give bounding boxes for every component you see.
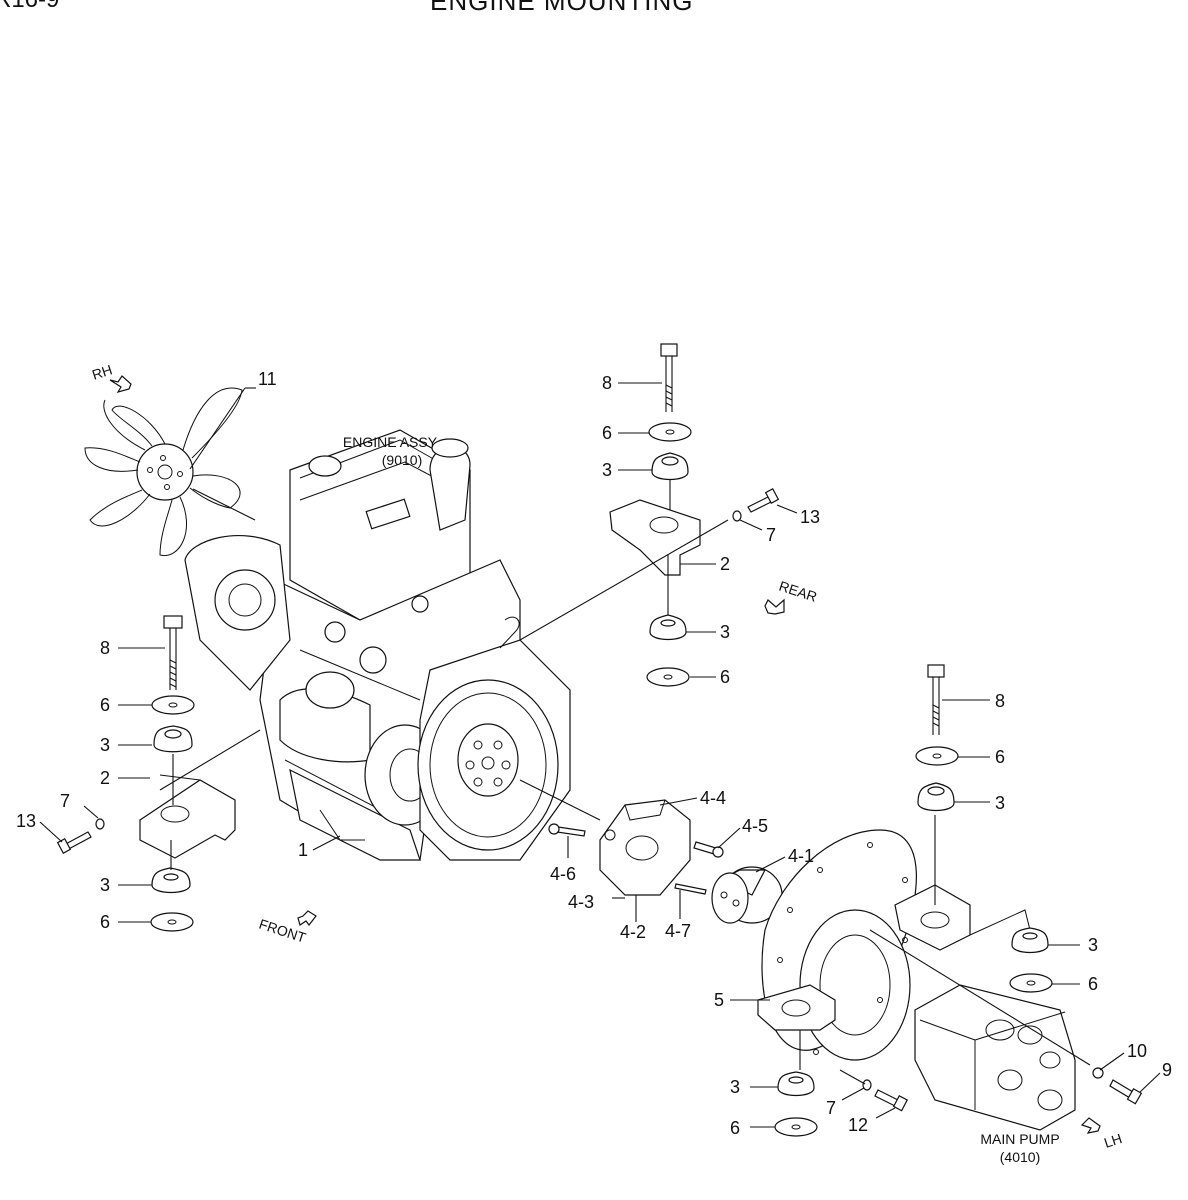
- page-code: R16-9: [0, 0, 59, 14]
- callout-3-pump-lower: 3: [730, 1077, 740, 1097]
- rear-arrow-icon: [764, 598, 785, 615]
- rh-label: RH: [90, 361, 114, 382]
- page-title: ENGINE MOUNTING: [430, 0, 694, 16]
- callout-4-3: 4-3: [568, 892, 594, 912]
- cooling-fan: [84, 387, 256, 556]
- callout-5: 5: [714, 990, 724, 1010]
- callout-7-front: 7: [60, 791, 70, 811]
- callout-4-7: 4-7: [665, 921, 691, 941]
- pump-housing: [757, 815, 1031, 1070]
- callout-3-rear-upper: 3: [602, 460, 612, 480]
- callout-8-rear: 8: [602, 373, 612, 393]
- lh-arrow-icon: [1080, 1117, 1101, 1134]
- mount-stack-pump: [774, 664, 1053, 1137]
- callout-7-rear: 7: [766, 525, 776, 545]
- engine-assy-label: ENGINE ASSY: [343, 434, 438, 450]
- direction-arrows: [109, 375, 1101, 1134]
- callout-6-rear-lower: 6: [720, 667, 730, 687]
- callout-8-front: 8: [100, 638, 110, 658]
- callout-labels: 11 8 6 3 2 7 13 3 6 1 8 6 3 7 13 2 3 6 4…: [16, 369, 1172, 1138]
- callout-9: 9: [1162, 1060, 1172, 1080]
- callout-10: 10: [1127, 1041, 1147, 1061]
- callout-4-6: 4-6: [550, 864, 576, 884]
- callout-4-4: 4-4: [700, 788, 726, 808]
- callout-1: 1: [298, 840, 308, 860]
- main-pump-label: MAIN PUMP: [980, 1131, 1059, 1147]
- callout-2-rear: 2: [720, 554, 730, 574]
- engine-assembly: [184, 429, 571, 861]
- callout-6-front-upper: 6: [100, 695, 110, 715]
- rh-arrow-icon: [109, 375, 132, 393]
- lh-label: LH: [1102, 1130, 1124, 1151]
- callout-3-front-lower: 3: [100, 875, 110, 895]
- callout-6-rear-upper: 6: [602, 423, 612, 443]
- main-pump: [869, 929, 1143, 1131]
- coupling-assembly: [519, 779, 783, 924]
- callout-11: 11: [258, 369, 277, 389]
- callout-13-rear: 13: [800, 507, 820, 527]
- callout-3-front-upper: 3: [100, 735, 110, 755]
- callout-3-rear-lower: 3: [720, 622, 730, 642]
- callout-3-pump-upper: 3: [995, 793, 1005, 813]
- engine-assy-code: (9010): [382, 452, 422, 468]
- main-pump-code: (4010): [1000, 1149, 1040, 1165]
- callout-7-pump: 7: [826, 1098, 836, 1118]
- callout-13-front: 13: [16, 811, 36, 831]
- callout-12: 12: [848, 1115, 868, 1135]
- front-arrow-icon: [297, 910, 317, 926]
- callout-4-2: 4-2: [620, 922, 646, 942]
- callout-8-pump: 8: [995, 691, 1005, 711]
- callout-6-front-lower: 6: [100, 912, 110, 932]
- callout-6-pump-upper: 6: [995, 747, 1005, 767]
- mount-stack-rear-right: [519, 343, 780, 687]
- leader-lines: [39, 382, 1161, 1128]
- callout-4-1: 4-1: [788, 846, 814, 866]
- callout-6-pump-lower: 6: [730, 1118, 740, 1138]
- mount-stack-front: [56, 615, 261, 932]
- callout-6-pump-side: 6: [1088, 974, 1098, 994]
- callout-3-pump-side: 3: [1088, 935, 1098, 955]
- callout-4-5: 4-5: [742, 816, 768, 836]
- callout-2-front: 2: [100, 768, 110, 788]
